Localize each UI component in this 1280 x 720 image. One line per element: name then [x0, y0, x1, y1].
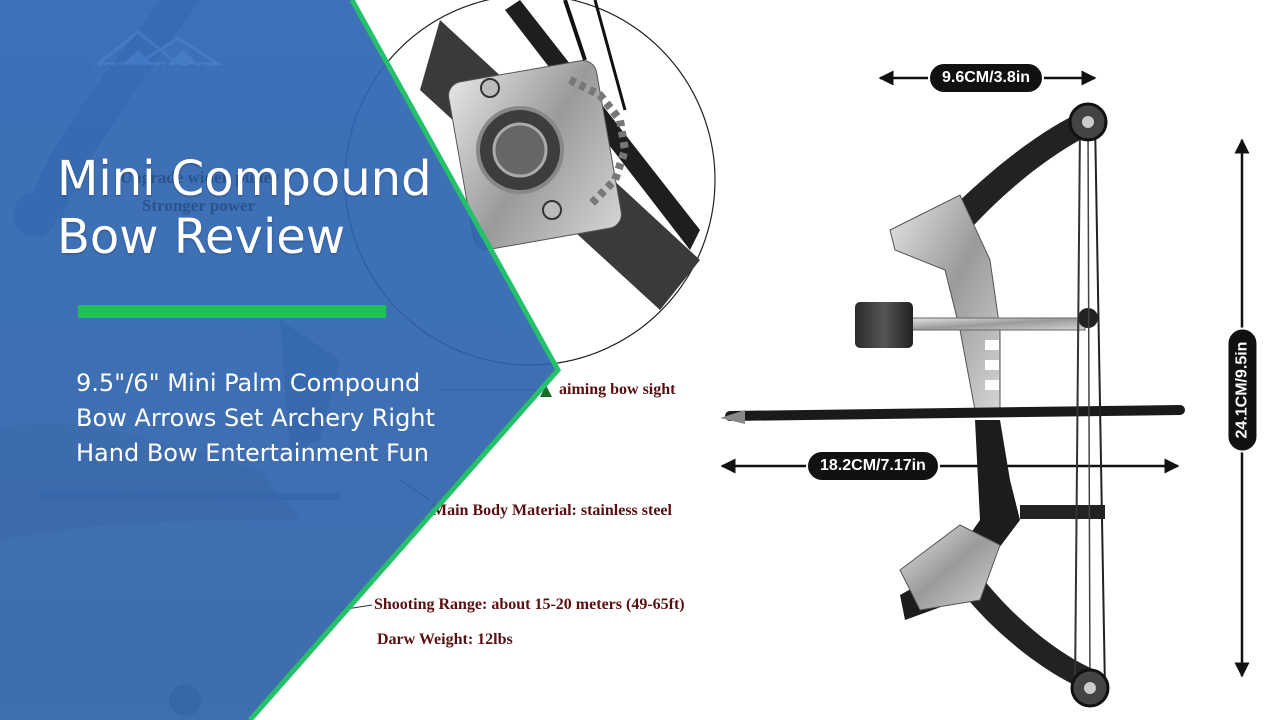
dimension-height-pill: 24.1CM/9.5in: [1226, 327, 1259, 453]
title-underline: [78, 305, 386, 318]
bg-upgrade-label: Upgrade widen pulley: [120, 168, 280, 187]
title-line-2: Bow Review: [57, 209, 346, 265]
dimension-width-pill: 9.6CM/3.8in: [928, 62, 1045, 94]
subtitle: 9.5"/6" Mini Palm Compound Bow Arrows Se…: [76, 366, 496, 471]
spec-range-label: Shooting Range: about 15-20 meters (49-6…: [374, 596, 685, 613]
brand-name: Huntingdoor: [70, 56, 208, 81]
bg-stronger-label: Stronger power: [142, 196, 256, 215]
sight-marker-icon: [540, 385, 552, 397]
page-title: Mini Compound Bow Review: [57, 150, 477, 266]
subtitle-line-2: Bow Arrows Set Archery Right: [76, 404, 435, 432]
spec-material-label: Main Body Material: stainless steel: [432, 502, 672, 519]
brand-logo-icon: [93, 30, 224, 66]
spec-sight-label: aiming bow sight: [559, 381, 676, 398]
subtitle-line-3: Hand Bow Entertainment Fun: [76, 439, 429, 467]
dimension-length-pill: 18.2CM/7.17in: [806, 450, 940, 482]
compound-bow: [720, 102, 1185, 708]
spec-weight-label: Darw Weight: 12lbs: [377, 631, 513, 648]
title-line-1: Mini Compound: [57, 151, 432, 207]
subtitle-line-1: 9.5"/6" Mini Palm Compound: [76, 369, 421, 397]
